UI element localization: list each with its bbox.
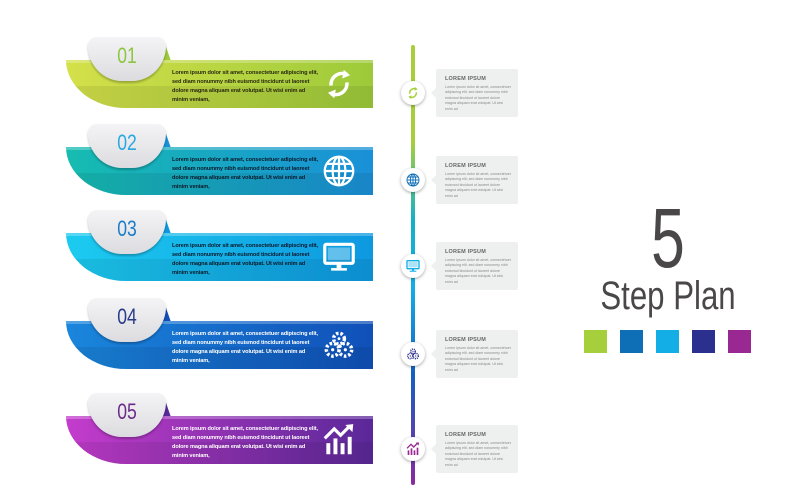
globe-icon	[320, 152, 358, 190]
card-title: LOREM IPSUM	[445, 432, 487, 438]
step-description: Lorem ipsum dolor sit amet, consectetuer…	[172, 70, 318, 103]
info-card: LOREM IPSUM Lorem ipsum dolor sit amet, …	[431, 69, 518, 117]
timeline-marker	[401, 254, 425, 278]
monitor-icon	[320, 238, 358, 276]
band-highlight	[66, 147, 373, 150]
step-description: Lorem ipsum dolor sit amet, consectetuer…	[172, 243, 318, 276]
chart-growth-icon	[320, 421, 358, 459]
step-number: 03	[117, 216, 137, 241]
band-highlight	[66, 321, 373, 324]
card-title: LOREM IPSUM	[445, 249, 487, 255]
card-text: Lorem ipsum dolor sit amet, consectetuer…	[445, 172, 511, 198]
band-highlight	[66, 233, 373, 236]
band-shade	[66, 173, 373, 195]
timeline-marker	[401, 81, 425, 105]
card-title: LOREM IPSUM	[445, 76, 487, 82]
step-band: Lorem ipsum dolor sit amet, consectetuer…	[66, 60, 373, 108]
band-highlight	[66, 60, 373, 63]
step-number: 04	[117, 304, 137, 329]
band-shade	[66, 86, 373, 108]
step-band: Lorem ipsum dolor sit amet, consectetuer…	[66, 416, 373, 464]
card-text: Lorem ipsum dolor sit amet, consectetuer…	[445, 346, 511, 372]
card-title: LOREM IPSUM	[445, 337, 487, 343]
card-text: Lorem ipsum dolor sit amet, consectetuer…	[445, 85, 511, 111]
timeline-marker	[401, 342, 425, 366]
gears-icon	[320, 326, 358, 364]
band-shade	[66, 259, 373, 281]
step-number-tab: 04	[88, 298, 166, 342]
title-number: 5	[651, 191, 685, 285]
color-swatch-5	[728, 330, 751, 353]
card-title: LOREM IPSUM	[445, 163, 487, 169]
timeline-marker	[401, 437, 425, 461]
color-swatch-2	[620, 330, 643, 353]
color-swatch-4	[692, 330, 715, 353]
refresh-icon	[320, 65, 358, 103]
step-description: Lorem ipsum dolor sit amet, consectetuer…	[172, 426, 318, 459]
info-card: LOREM IPSUM Lorem ipsum dolor sit amet, …	[431, 242, 518, 290]
card-text: Lorem ipsum dolor sit amet, consectetuer…	[445, 258, 511, 284]
color-swatch-1	[584, 330, 607, 353]
info-card: LOREM IPSUM Lorem ipsum dolor sit amet, …	[431, 330, 518, 378]
band-highlight	[66, 416, 373, 419]
band-shade	[66, 347, 373, 369]
step-number: 01	[117, 43, 137, 68]
info-card: LOREM IPSUM Lorem ipsum dolor sit amet, …	[431, 425, 518, 473]
step-number: 02	[117, 130, 137, 155]
step-number: 05	[117, 399, 137, 424]
title-text: Step Plan	[600, 274, 736, 318]
band-shade	[66, 442, 373, 464]
color-swatch-3	[656, 330, 679, 353]
card-text: Lorem ipsum dolor sit amet, consectetuer…	[445, 441, 511, 467]
info-card: LOREM IPSUM Lorem ipsum dolor sit amet, …	[431, 156, 518, 204]
timeline-marker	[401, 168, 425, 192]
step-description: Lorem ipsum dolor sit amet, consectetuer…	[172, 331, 318, 364]
step-description: Lorem ipsum dolor sit amet, consectetuer…	[172, 157, 318, 190]
